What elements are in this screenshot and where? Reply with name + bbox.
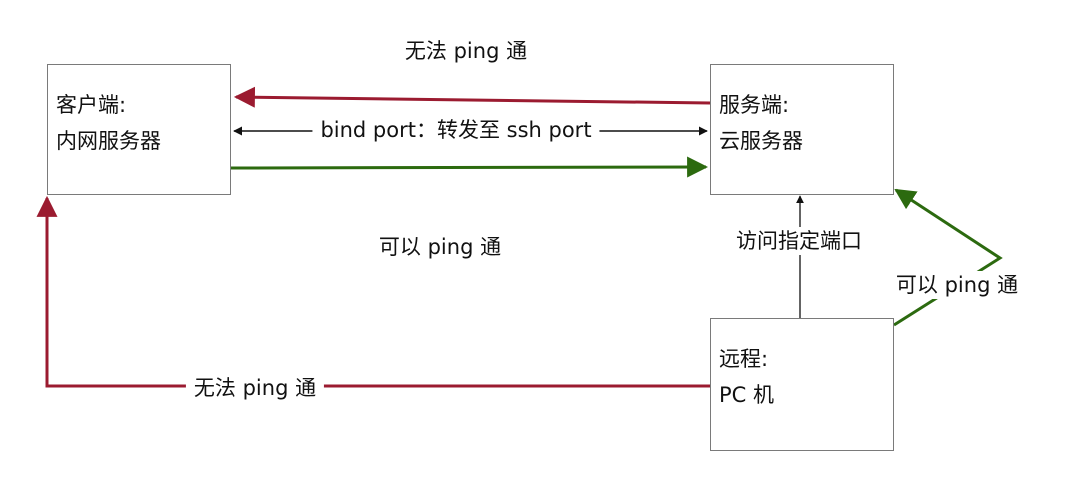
edge-label-pc-client-fail: 无法 ping 通 <box>185 374 325 402</box>
edge-label-client-server-bind: bind port：转发至 ssh port <box>312 116 600 144</box>
edge-pc-client-fail <box>36 195 710 388</box>
server-node-subtitle: 云服务器 <box>719 129 803 153</box>
edge-pc-server-ok <box>893 188 1003 327</box>
edge-client-server-fail <box>233 86 711 108</box>
client-node-title: 客户端: <box>56 93 127 117</box>
pc-node: 远程: PC 机 <box>710 318 894 451</box>
server-node: 服务端: 云服务器 <box>710 64 894 195</box>
edge-label-client-server-fail: 无法 ping 通 <box>396 37 536 65</box>
edge-label-pc-server-ok: 可以 ping 通 <box>887 271 1027 299</box>
edge-label-pc-server-access: 访问指定端口 <box>728 227 870 255</box>
pc-node-title: 远程: <box>719 347 769 371</box>
server-node-title: 服务端: <box>719 93 790 117</box>
pc-node-subtitle: PC 机 <box>719 383 775 407</box>
client-node: 客户端: 内网服务器 <box>47 64 231 195</box>
client-node-subtitle: 内网服务器 <box>56 129 161 153</box>
edge-client-server-ok <box>230 156 709 178</box>
edge-label-client-server-ok: 可以 ping 通 <box>370 233 510 261</box>
